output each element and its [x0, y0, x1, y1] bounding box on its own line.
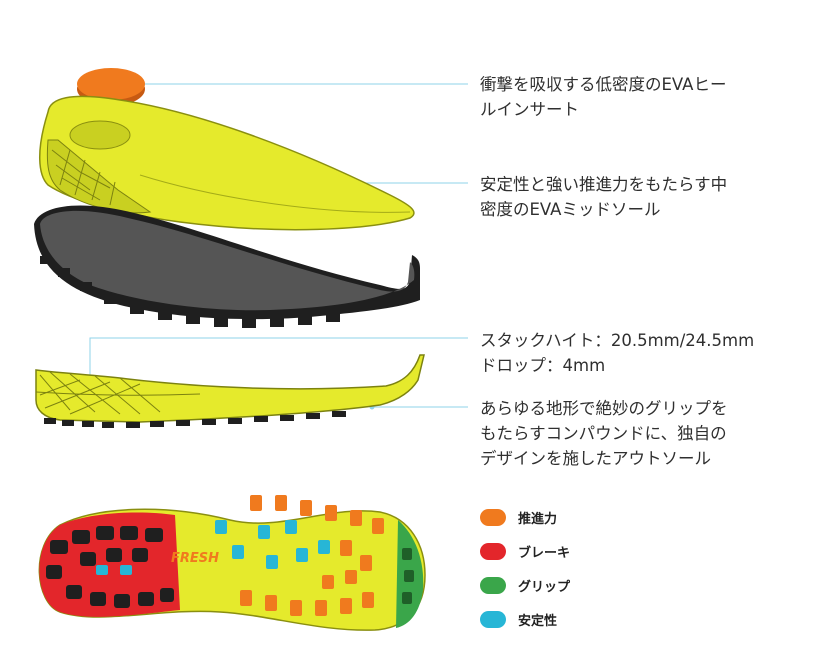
legend-label-brake: ブレーキ — [518, 545, 571, 561]
legend-item-propulsion: 推進力 — [480, 500, 570, 534]
callout-heel-insert: 衝撃を吸収する低密度のEVAヒー ルインサート — [480, 72, 726, 122]
callout-heel-insert-line2: ルインサート — [480, 100, 579, 119]
callout-outsole-line3: デザインを施したアウトソール — [480, 449, 711, 468]
legend-label-propulsion: 推進力 — [518, 511, 558, 527]
callout-heel-insert-line1: 衝撃を吸収する低密度のEVAヒー — [480, 75, 727, 94]
heel-insert-layer — [77, 68, 145, 106]
callout-outsole-line2: もたらすコンパウンドに、独自の — [480, 424, 727, 443]
sole-logo: FRESH — [171, 551, 219, 566]
callout-stack: スタックハイト：20.5mm/24.5mm ドロップ：4mm — [480, 328, 754, 378]
callout-outsole-line1: あらゆる地形で絶妙のグリップを — [480, 399, 728, 418]
legend-swatch-grip — [480, 576, 506, 594]
midsole-layer — [39, 95, 415, 231]
legend-swatch-brake — [480, 542, 506, 560]
callout-midsole: 安定性と強い推進力をもたらす中 密度のEVAミッドソール — [480, 172, 727, 222]
callout-stack-line1: スタックハイト：20.5mm/24.5mm — [480, 331, 755, 350]
sole-plate-layer — [34, 205, 420, 328]
legend-item-grip: グリップ — [480, 568, 570, 602]
callout-stack-line2: ドロップ：4mm — [480, 356, 606, 375]
outsole-bottom-view: FRESH — [38, 495, 426, 631]
side-view-sole — [35, 354, 425, 428]
legend-label-grip: グリップ — [518, 579, 571, 595]
legend-item-brake: ブレーキ — [480, 534, 570, 568]
legend-swatch-propulsion — [480, 508, 506, 526]
callout-midsole-line2: 密度のEVAミッドソール — [480, 200, 661, 219]
legend-swatch-stability — [480, 610, 506, 628]
callout-midsole-line1: 安定性と強い推進力をもたらす中 — [480, 175, 728, 194]
legend: 推進力 ブレーキ グリップ 安定性 — [480, 500, 570, 636]
callout-outsole: あらゆる地形で絶妙のグリップを もたらすコンパウンドに、独自の デザインを施した… — [480, 396, 728, 471]
legend-label-stability: 安定性 — [518, 613, 558, 629]
legend-item-stability: 安定性 — [480, 602, 570, 636]
